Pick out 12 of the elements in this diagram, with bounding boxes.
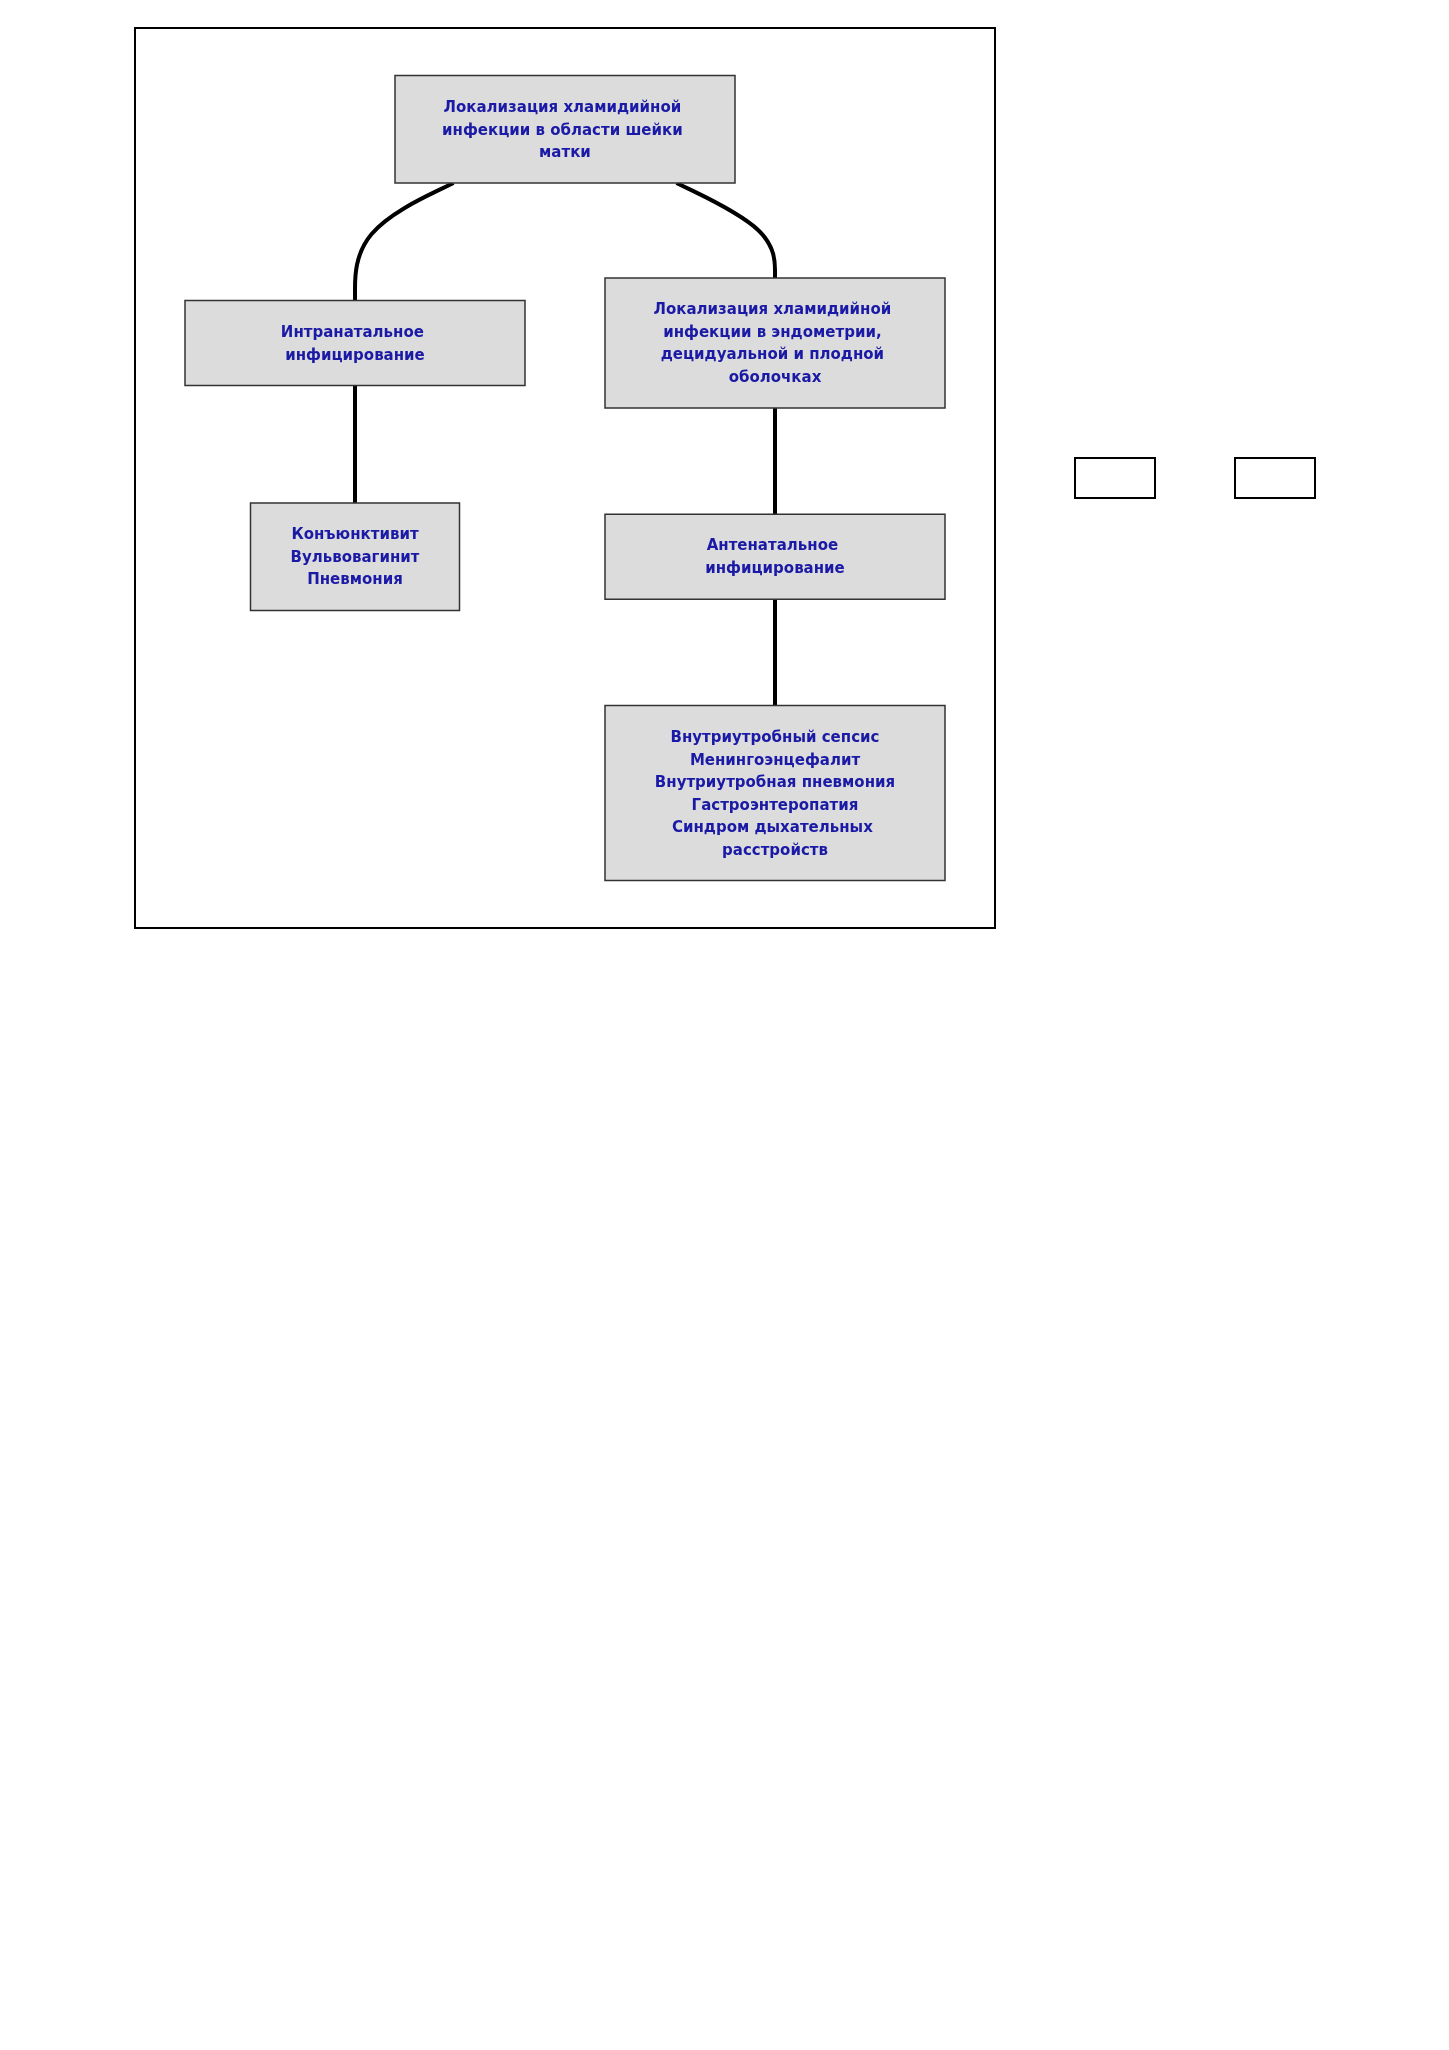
- connector: [352, 385, 357, 503]
- connector: [772, 408, 777, 515]
- node-box: [1073, 457, 1156, 499]
- node-box: Антенатальное инфицирование: [603, 513, 946, 600]
- connector: [772, 599, 777, 706]
- node-box: Конъюнктивит Вульвовагинит Пневмония: [249, 502, 460, 612]
- node-box: Локализация хламидийной инфекции в области шейки матки: [393, 74, 736, 184]
- node-box: Внутриутробный сепсис Менингоэнцефалит Внутриутробная пневмония Гастроэнтеропатия Синдром дыхательных расстройств: [603, 704, 946, 882]
- node-box: Локализация хламидийной инфекции в эндометрии, децидуальной и плодной оболочках: [603, 277, 946, 409]
- cluster: [133, 27, 996, 929]
- node-box: Интранатальное инфицирование: [183, 299, 526, 387]
- node-box: [1233, 457, 1316, 499]
